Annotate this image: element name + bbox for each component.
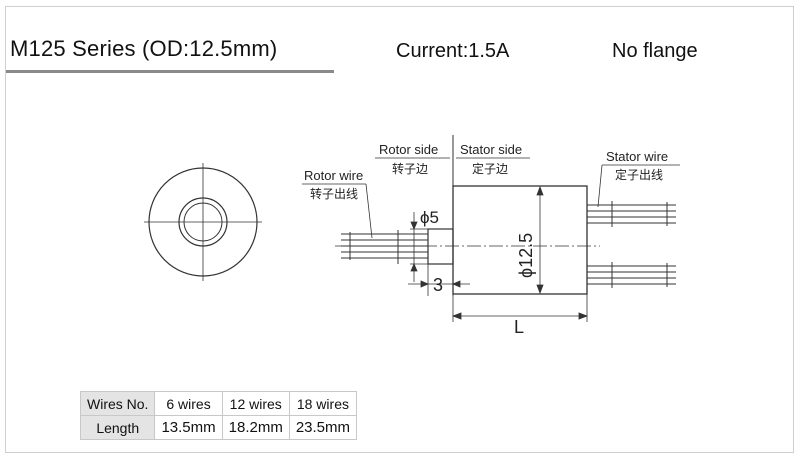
dim-body-diameter xyxy=(536,185,544,295)
length-cell: 13.5mm xyxy=(154,415,223,440)
stator-wires-upper xyxy=(587,201,676,227)
arrow-head xyxy=(410,262,418,272)
stator-wire-leader xyxy=(597,164,603,208)
wires-cell: 6 wires xyxy=(154,391,223,416)
dim-phi5-label: ϕ5 xyxy=(420,208,439,227)
wires-cell: 18 wires xyxy=(288,391,358,416)
stator-wires-lower xyxy=(587,262,676,288)
dim-phi12-5-label: ϕ12.5 xyxy=(516,233,536,278)
dim-L-label: L xyxy=(514,317,524,337)
dim-shaft-diameter xyxy=(410,212,428,282)
rotor-wire-label: Rotor wire xyxy=(304,168,363,183)
title-underline xyxy=(6,70,334,73)
rotor-side-cn-label: 转子边 xyxy=(392,161,428,176)
dim-body-length xyxy=(451,294,589,322)
rotor-wire-leader xyxy=(365,183,373,239)
arrow-head xyxy=(451,312,462,320)
flange-note: No flange xyxy=(612,40,698,62)
arrow-head xyxy=(536,185,544,196)
row-header-length: Length xyxy=(79,415,156,440)
length-cell: 23.5mm xyxy=(288,415,358,440)
dim-shaft-length xyxy=(408,264,470,296)
rotor-wires xyxy=(341,230,428,264)
length-cell: 18.2mm xyxy=(221,415,290,440)
arrow-head xyxy=(420,280,430,288)
side-view xyxy=(335,135,600,295)
table-row: Length 13.5mm 18.2mm 23.5mm xyxy=(79,415,358,440)
diagram-frame xyxy=(5,6,794,453)
arrow-head xyxy=(536,284,544,295)
series-title: M125 Series (OD:12.5mm) xyxy=(10,36,278,61)
rotor-side-label: Rotor side xyxy=(379,142,438,157)
wires-cell: 12 wires xyxy=(221,391,290,416)
table-row: Wires No. 6 wires 12 wires 18 wires xyxy=(79,391,358,416)
stator-side-label: Stator side xyxy=(460,142,522,157)
stator-wire-cn-label: 定子出线 xyxy=(615,167,663,182)
rotor-shaft xyxy=(427,228,454,265)
dim-3-label: 3 xyxy=(433,275,443,295)
current-rating: Current:1.5A xyxy=(396,40,510,62)
spec-table: Wires No. 6 wires 12 wires 18 wires Leng… xyxy=(79,391,358,440)
stator-wire-label: Stator wire xyxy=(606,149,668,164)
arrow-head xyxy=(410,221,418,231)
rotor-wire-cn-label: 转子出线 xyxy=(310,186,358,201)
front-view xyxy=(144,163,262,281)
row-header-wires: Wires No. xyxy=(79,391,156,416)
arrow-head xyxy=(578,312,589,320)
stator-side-cn-label: 定子边 xyxy=(472,161,508,176)
arrow-head xyxy=(451,280,461,288)
